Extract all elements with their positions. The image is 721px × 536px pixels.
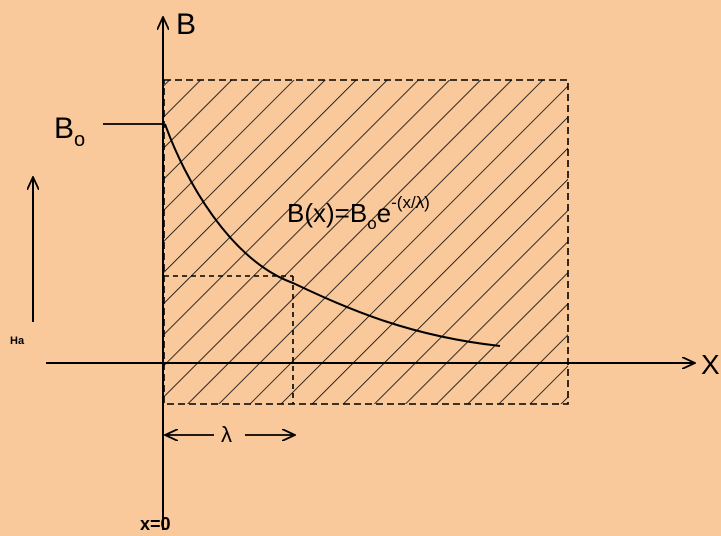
- b0-label: Bo: [54, 112, 85, 151]
- superconductor-region: [163, 79, 569, 405]
- decay-curve: [164, 123, 501, 347]
- y-axis-label: B: [176, 8, 196, 41]
- lambda-label: λ: [221, 422, 232, 447]
- x-axis-label: X: [701, 349, 720, 380]
- applied-field-label: Ha: [10, 335, 25, 347]
- formula-label: B(x)=Boe-(x/λ): [287, 193, 430, 233]
- origin-label: x=0: [140, 514, 171, 534]
